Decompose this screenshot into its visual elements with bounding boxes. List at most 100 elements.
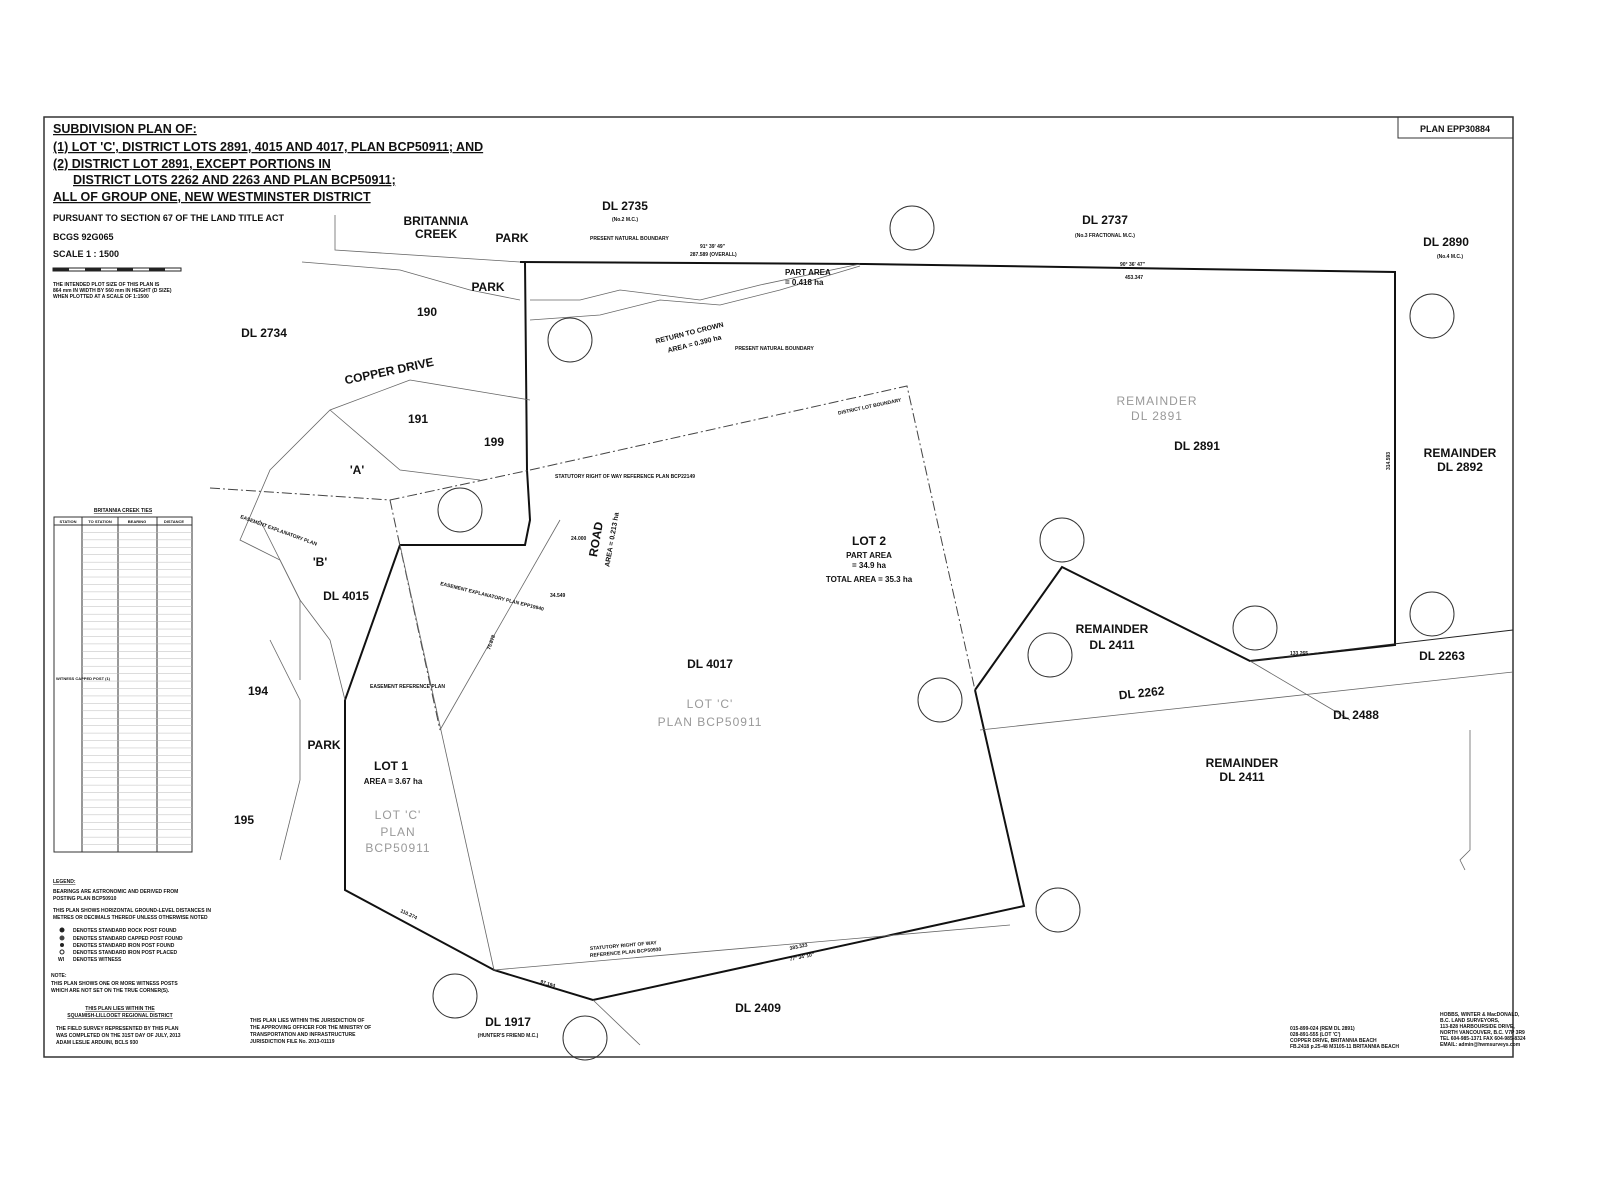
surveyor-text: EMAIL: admin@hwmsurveys.com — [1440, 1042, 1521, 1048]
label-lot2-part: PART AREA — [846, 551, 892, 560]
title-line: ALL OF GROUP ONE, NEW WESTMINSTER DISTRI… — [53, 190, 371, 204]
label-road: ROAD — [586, 520, 606, 558]
label-part-area-val: = 0.418 ha — [785, 278, 824, 287]
label-lot-c: LOT 'C' — [687, 697, 734, 711]
label-dl2735-sub: (No.2 M.C.) — [612, 217, 638, 223]
label-lot-c: LOT 'C' — [375, 808, 422, 822]
dim: 453.347 — [1125, 275, 1143, 281]
label-park: PARK — [495, 231, 528, 245]
table-header: BEARING — [128, 519, 146, 524]
label-road-area: AREA = 0.213 ha — [604, 512, 620, 568]
legend-text: POSTING PLAN BCP50910 — [53, 896, 117, 902]
iron-post-placed-icon — [59, 949, 65, 955]
label-lot1-area: AREA = 3.67 ha — [364, 777, 423, 786]
title-line: (2) DISTRICT LOT 2891, EXCEPT PORTIONS I… — [53, 157, 331, 171]
label-dl2890-sub: (No.4 M.C.) — [1437, 254, 1463, 260]
plan-number-box: PLAN EPP30884 — [1397, 116, 1514, 139]
label-lot-190: 190 — [417, 305, 437, 319]
label-remainder: REMAINDER — [1206, 756, 1279, 770]
label-dl2737: DL 2737 — [1082, 213, 1128, 227]
label-dl2737-sub: (No.3 FRACTIONAL M.C.) — [1075, 233, 1135, 239]
district-text: SQUAMISH-LILLOOET REGIONAL DISTRICT — [67, 1013, 172, 1019]
label-b: 'B' — [313, 555, 328, 569]
label-lot-c-plan: BCP50911 — [365, 841, 430, 855]
survey-text: ADAM LESLIE ARDUINI, BCLS 930 — [56, 1040, 138, 1046]
pid-text: 028-891-555 (LOT 'C') — [1290, 1032, 1341, 1038]
label-srw: STATUTORY RIGHT OF WAY — [590, 940, 658, 952]
label-remainder: REMAINDER — [1076, 622, 1149, 636]
boundary-lines — [209, 215, 1514, 1046]
surveyor-text: 113-828 HARBOURSIDE DRIVE, — [1440, 1024, 1515, 1030]
dim: 34.549 — [550, 593, 566, 599]
label-a: 'A' — [350, 463, 365, 477]
label-dl4017: DL 4017 — [687, 657, 733, 671]
label-lot1: LOT 1 — [374, 759, 408, 773]
label-dl2263: DL 2263 — [1419, 649, 1465, 663]
label-dl2734: DL 2734 — [241, 326, 287, 340]
survey-monuments — [432, 205, 1455, 1061]
label-lot-194: 194 — [248, 684, 268, 698]
plan-number: PLAN EPP30884 — [1420, 124, 1490, 134]
rock-post-icon — [59, 927, 65, 933]
label-copper-drive: COPPER DRIVE — [343, 355, 435, 388]
dim: 91° 39' 49" — [700, 244, 726, 250]
jurisdiction-text: TRANSPORTATION AND INFRASTRUCTURE — [250, 1032, 356, 1038]
label-park: PARK — [471, 280, 504, 294]
jurisdiction-note: THIS PLAN LIES WITHIN THE JURISDICTION O… — [250, 1018, 371, 1045]
legend-title: LEGEND: — [53, 879, 76, 885]
legend-symbol-text: DENOTES WITNESS — [73, 957, 122, 963]
label-srw: STATUTORY RIGHT OF WAY REFERENCE PLAN BC… — [555, 474, 695, 480]
scale-bar — [52, 267, 182, 272]
label-easement: EASEMENT REFERENCE PLAN — [370, 684, 445, 690]
table-title: BRITANNIA CREEK TIES — [94, 508, 153, 514]
label-lot2-total-area: TOTAL AREA = 35.3 ha — [826, 575, 913, 584]
label-dl4015: DL 4015 — [323, 589, 369, 603]
label-dl2262: DL 2262 — [1118, 684, 1165, 703]
table-header: STATION — [60, 519, 77, 524]
note-text: THIS PLAN SHOWS ONE OR MORE WITNESS POST… — [51, 981, 178, 987]
label-dl1917-sub: (HUNTER'S FRIEND M.C.) — [478, 1033, 539, 1039]
survey-text: THE FIELD SURVEY REPRESENTED BY THIS PLA… — [56, 1026, 179, 1032]
jurisdiction-text: THIS PLAN LIES WITHIN THE JURISDICTION O… — [250, 1018, 364, 1024]
legend-text: BEARINGS ARE ASTRONOMIC AND DERIVED FROM — [53, 889, 178, 895]
pid-text: COPPER DRIVE, BRITANNIA BEACH — [1290, 1038, 1377, 1044]
label-remainder: REMAINDER — [1424, 446, 1497, 460]
plan-border — [43, 116, 1514, 1058]
label-dl2409: DL 2409 — [735, 1001, 781, 1015]
label-dl2891-grey: DL 2891 — [1131, 409, 1183, 423]
north-arrow — [1459, 730, 1471, 871]
title-line: (1) LOT 'C', DISTRICT LOTS 2891, 4015 AN… — [53, 140, 483, 154]
surveyor-text: NORTH VANCOUVER, B.C. V7P 3R9 — [1440, 1030, 1525, 1036]
label-dl2411: DL 2411 — [1219, 770, 1264, 784]
legend: LEGEND: BEARINGS ARE ASTRONOMIC AND DERI… — [51, 879, 211, 1046]
legend-symbol-text: DENOTES STANDARD IRON POST FOUND — [73, 943, 175, 949]
label-lot-c-plan: PLAN — [380, 825, 415, 839]
legend-symbol-text: DENOTES STANDARD CAPPED POST FOUND — [73, 936, 183, 942]
pid-block: 015-899-024 (REM DL 2891) 028-891-555 (L… — [1290, 1026, 1399, 1050]
dim: 75.878 — [486, 634, 497, 651]
note-title: NOTE: — [51, 973, 67, 979]
label-dl2411: DL 2411 — [1089, 638, 1134, 652]
label-part-area: PART AREA — [785, 268, 831, 277]
plot-note: 864 mm IN WIDTH BY 560 mm IN HEIGHT (D S… — [53, 288, 172, 294]
scale-text: SCALE 1 : 1500 — [53, 249, 119, 259]
label-natural-boundary: PRESENT NATURAL BOUNDARY — [590, 236, 669, 242]
surveyor-text: HOBBS, WINTER & MacDONALD, — [1440, 1012, 1520, 1018]
survey-text: WAS COMPLETED ON THE 31ST DAY OF JULY, 2… — [56, 1033, 181, 1039]
label-britannia: BRITANNIA — [403, 214, 468, 228]
dim: 24.000 — [571, 536, 587, 542]
legend-text: THIS PLAN SHOWS HORIZONTAL GROUND-LEVEL … — [53, 908, 211, 914]
legend-symbol-text: DENOTES STANDARD ROCK POST FOUND — [73, 928, 177, 934]
jurisdiction-text: THE APPROVING OFFICER FOR THE MINISTRY O… — [250, 1025, 371, 1031]
pid-text: 015-899-024 (REM DL 2891) — [1290, 1026, 1355, 1032]
table-side-label: WITNESS CAPPED POST (1) — [56, 676, 111, 681]
dim: 133.265 — [1290, 651, 1308, 657]
label-remainder-grey: REMAINDER — [1116, 394, 1197, 408]
label-easement: EASEMENT EXPLANATORY PLAN EPP19940 — [440, 581, 545, 613]
title-line: DISTRICT LOTS 2262 AND 2263 AND PLAN BCP… — [73, 173, 396, 187]
surveyor-text: TEL 604-985-1371 FAX 604-985-8324 — [1440, 1036, 1526, 1042]
label-lot-199: 199 — [484, 435, 504, 449]
pid-text: FB.2418 p.25-48 M3105-11 BRITANNIA BEACH — [1290, 1044, 1399, 1050]
dimension-labels: 91° 39' 49" 287.589 (OVERALL) 90° 36' 47… — [399, 244, 1392, 989]
creek-ties-table: BRITANNIA CREEK TIES STATION TO STATION … — [53, 508, 193, 853]
